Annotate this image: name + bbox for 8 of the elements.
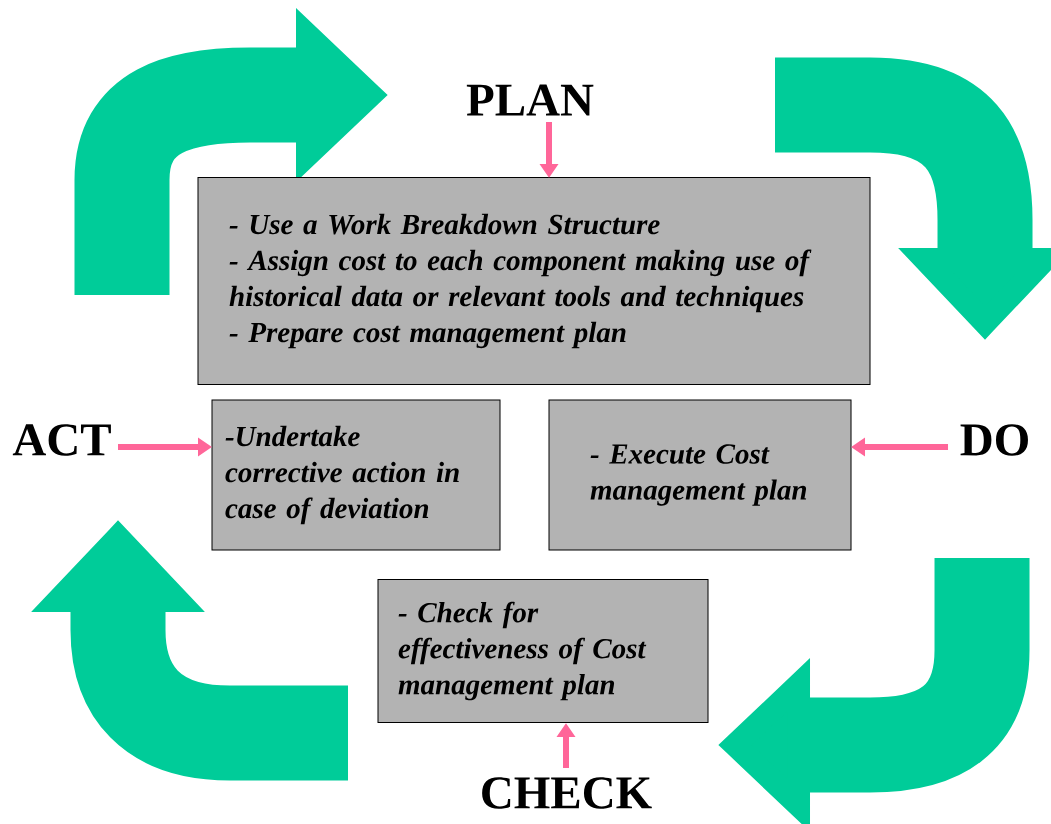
phase-label: ACT: [12, 424, 111, 456]
phase-label: PLAN: [466, 84, 594, 116]
text-box: - Use a Work Breakdown Structure - Assign cost to each component making use of historical data or relevant tools and techniques - Prepare cost management plan: [197, 177, 871, 385]
phase-label: DO: [960, 424, 1028, 456]
text-box: - Execute Cost management plan: [548, 399, 852, 551]
phase-label: CHECK: [482, 777, 652, 809]
text-box: - Check for effectiveness of Cost management plan: [377, 579, 709, 723]
text-box: -Undertake corrective action in case of deviation: [211, 399, 501, 551]
